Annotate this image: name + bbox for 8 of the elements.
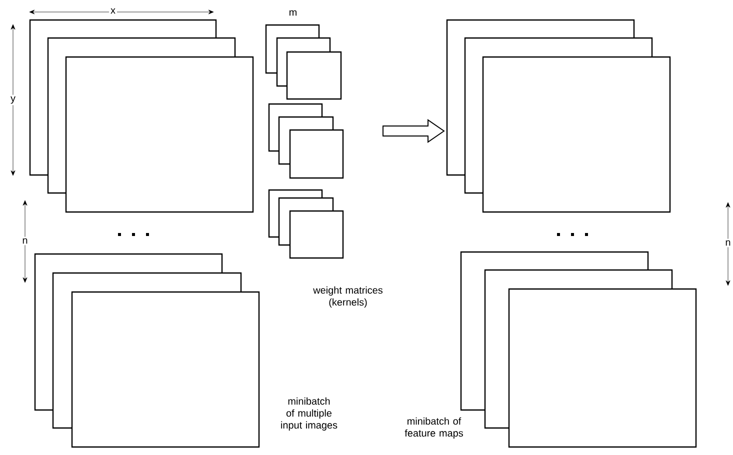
caption: minibatch of multiple input images — [281, 397, 338, 431]
caption: weight matrices (kernels) — [313, 286, 383, 308]
dimension-label: n — [724, 238, 732, 248]
caption: minibatch of feature maps — [404, 417, 463, 439]
dimension-label: x — [109, 6, 117, 16]
dimension-label: y — [9, 94, 17, 106]
dimension-label: m — [290, 10, 296, 16]
dimension-label: n — [20, 236, 30, 246]
